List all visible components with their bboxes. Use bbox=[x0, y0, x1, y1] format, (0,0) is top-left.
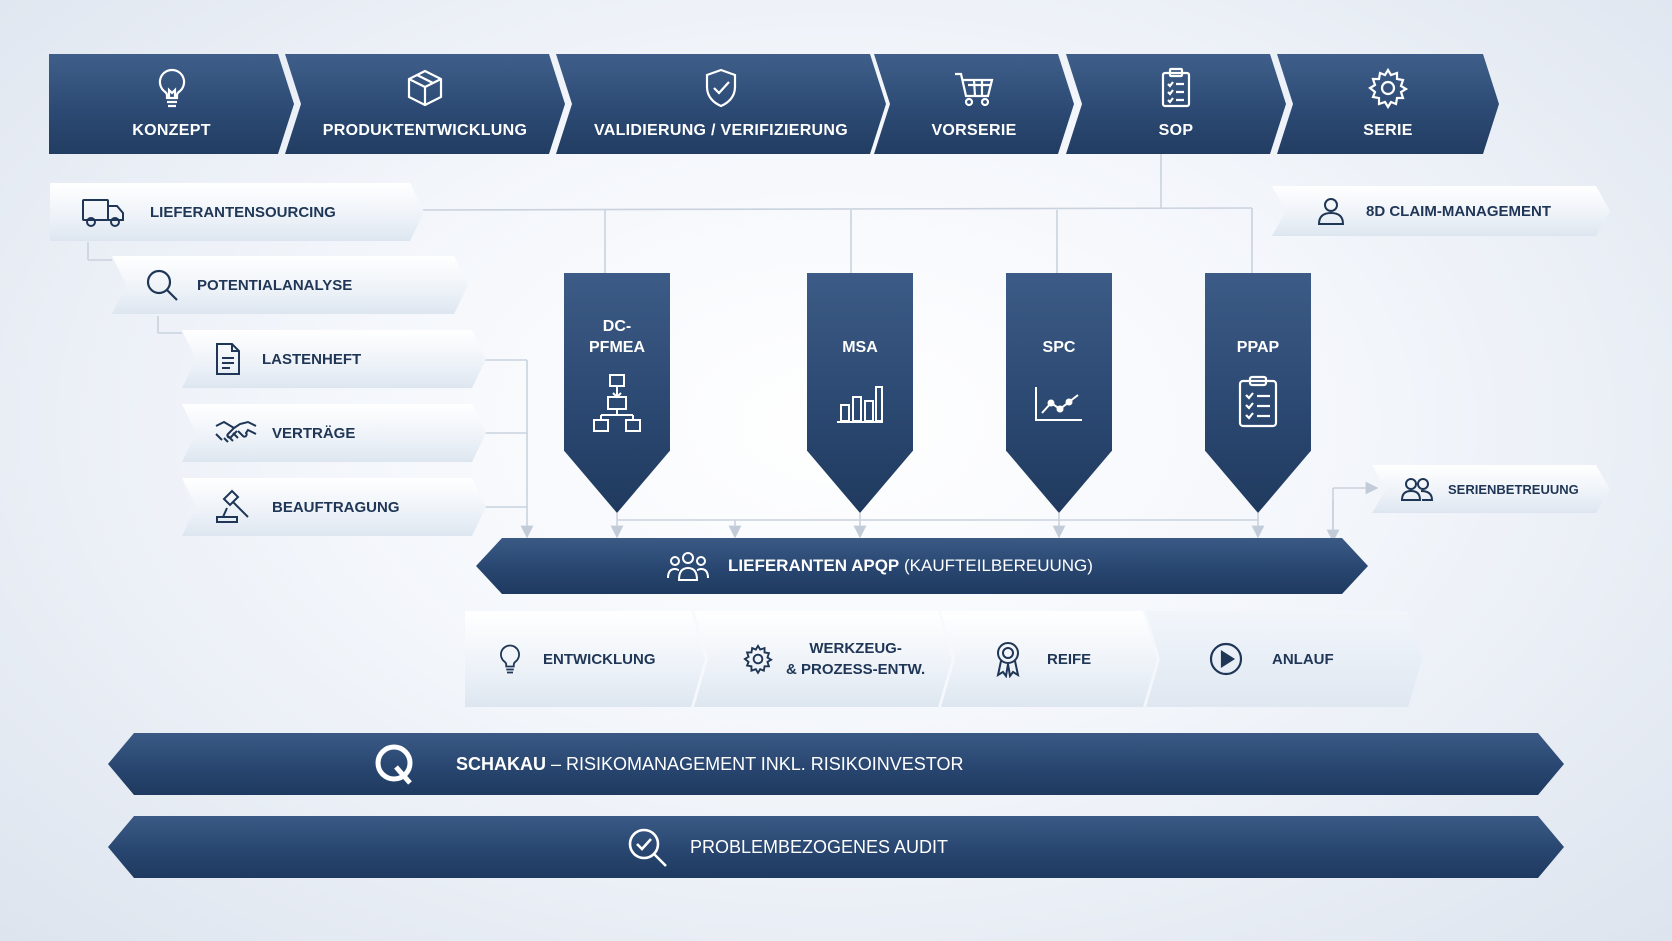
play-icon bbox=[1208, 611, 1244, 707]
sourcing-label: LIEFERANTENSOURCING bbox=[150, 203, 336, 221]
user-icon bbox=[1316, 186, 1346, 236]
apqp-step-reife[interactable]: REIFE bbox=[941, 611, 1157, 707]
search-check-icon bbox=[626, 826, 670, 875]
hierarchy-icon bbox=[564, 373, 670, 433]
clipboard-icon bbox=[1066, 66, 1286, 110]
checklist-icon bbox=[1205, 375, 1311, 429]
method-label-line2: PFMEA bbox=[589, 339, 645, 356]
phase-label: SERIE bbox=[1363, 122, 1413, 139]
method-label: PPAP bbox=[1236, 339, 1280, 356]
gear-icon bbox=[1277, 66, 1499, 110]
apqp-banner[interactable]: LIEFERANTEN APQP (KAUFTEILBEREUUNG) bbox=[476, 538, 1368, 594]
phase-label: VALIDIERUNG / VERIFIZIERUNG bbox=[593, 122, 849, 139]
phase-label: PRODUKTENTWICKLUNG bbox=[322, 122, 528, 139]
method-label: DC- bbox=[602, 318, 632, 335]
potentialanalyse-step[interactable]: POTENTIALANALYSE bbox=[112, 256, 468, 314]
document-icon bbox=[214, 330, 242, 388]
team-icon bbox=[666, 550, 710, 587]
schakau-dash: – bbox=[551, 753, 562, 774]
box-icon bbox=[285, 66, 565, 110]
phase-produktentwicklung[interactable]: PRODUKTENTWICKLUNG bbox=[285, 54, 565, 154]
apqp-step-label: ENTWICKLUNG bbox=[543, 650, 656, 668]
audit-label: PROBLEMBEZOGENES AUDIT bbox=[690, 836, 949, 857]
lightbulb-icon bbox=[49, 66, 294, 110]
lastenheft-step[interactable]: LASTENHEFT bbox=[182, 330, 486, 388]
apqp-step-anlauf[interactable]: ANLAUF bbox=[1146, 611, 1422, 707]
phase-serie[interactable]: SERIE bbox=[1277, 54, 1499, 154]
schakau-title: SCHAKAU bbox=[456, 753, 546, 774]
q-logo-icon bbox=[372, 741, 418, 792]
apqp-subtitle: (KAUFTEILBEREUUNG) bbox=[904, 556, 1093, 575]
claim-management-step[interactable]: 8D CLAIM-MANAGEMENT bbox=[1272, 186, 1610, 236]
method-label: MSA bbox=[842, 339, 878, 356]
apqp-step-label: WERKZEUG- bbox=[809, 640, 902, 657]
truck-icon bbox=[80, 183, 126, 241]
phase-label: VORSERIE bbox=[931, 122, 1017, 139]
claim-label: 8D CLAIM-MANAGEMENT bbox=[1366, 202, 1551, 220]
users-icon bbox=[1400, 465, 1434, 513]
phase-label: KONZEPT bbox=[132, 122, 211, 139]
handshake-icon bbox=[214, 404, 258, 462]
apqp-step-label: REIFE bbox=[1047, 650, 1092, 668]
bar-chart-icon bbox=[807, 383, 913, 425]
phase-label: SOP bbox=[1158, 122, 1194, 139]
phase-konzept[interactable]: KONZEPT bbox=[49, 54, 294, 154]
award-icon bbox=[993, 611, 1023, 707]
shield-check-icon bbox=[556, 66, 886, 110]
lieferantensourcing-step[interactable]: LIEFERANTENSOURCING bbox=[50, 183, 424, 241]
phase-validierung[interactable]: VALIDIERUNG / VERIFIZIERUNG bbox=[556, 54, 886, 154]
gavel-icon bbox=[214, 478, 254, 536]
sourcing-label: LASTENHEFT bbox=[262, 350, 362, 368]
gear-icon bbox=[742, 611, 774, 707]
sourcing-label: VERTRÄGE bbox=[272, 424, 356, 442]
line-chart-icon bbox=[1006, 385, 1112, 423]
phase-vorserie[interactable]: VORSERIE bbox=[874, 54, 1074, 154]
schakau-banner[interactable]: SCHAKAU – RISIKOMANAGEMENT INKL. RISIKOI… bbox=[108, 733, 1564, 795]
vertraege-step[interactable]: VERTRÄGE bbox=[182, 404, 486, 462]
lightbulb-icon bbox=[495, 611, 525, 707]
method-label: SPC bbox=[1042, 339, 1076, 356]
apqp-step-werkzeug[interactable]: WERKZEUG- & PROZESS-ENTW. bbox=[694, 611, 952, 707]
cart-icon bbox=[874, 66, 1074, 110]
sourcing-label: BEAUFTRAGUNG bbox=[272, 498, 400, 516]
beauftragung-step[interactable]: BEAUFTRAGUNG bbox=[182, 478, 486, 536]
apqp-step-label: ANLAUF bbox=[1272, 650, 1334, 668]
phase-sop[interactable]: SOP bbox=[1066, 54, 1286, 154]
audit-banner[interactable]: PROBLEMBEZOGENES AUDIT bbox=[108, 816, 1564, 878]
apqp-title: LIEFERANTEN APQP bbox=[728, 556, 900, 575]
schakau-subtitle: RISIKOMANAGEMENT INKL. RISIKOINVESTOR bbox=[566, 753, 964, 774]
apqp-step-label-line2: & PROZESS-ENTW. bbox=[786, 661, 926, 678]
serienbetreuung-step[interactable]: SERIENBETREUUNG bbox=[1372, 465, 1610, 513]
search-icon bbox=[144, 256, 180, 314]
apqp-step-entwicklung[interactable]: ENTWICKLUNG bbox=[465, 611, 705, 707]
sourcing-label: POTENTIALANALYSE bbox=[197, 276, 353, 294]
serienbetreuung-label: SERIENBETREUUNG bbox=[1448, 481, 1579, 497]
